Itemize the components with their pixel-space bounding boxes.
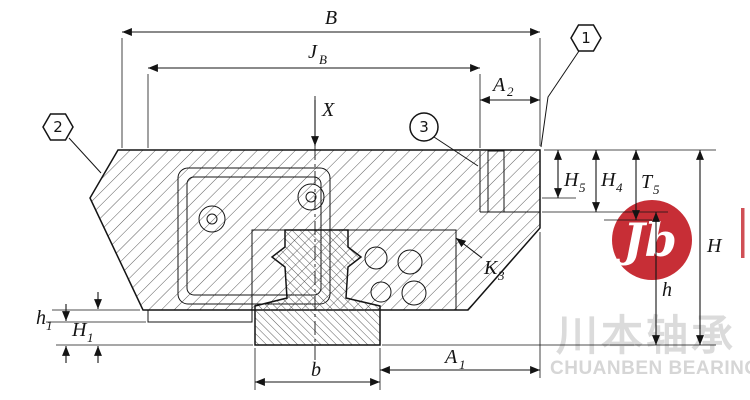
- dimension-labels: B J B A 2 X H 5 H 4 T 5 H h K 3 A 1 b h …: [36, 7, 723, 381]
- dim-label-H1: H: [71, 319, 88, 341]
- end-seal-strip: [147, 309, 253, 323]
- dim-label-A2-sub: 2: [507, 84, 514, 99]
- balloon-1-leader: [540, 50, 580, 148]
- balloon-3-circle: [409, 112, 439, 142]
- ball-2: [397, 249, 423, 275]
- balloon-2-leader: [68, 137, 102, 174]
- part-section: [89, 96, 541, 362]
- dim-label-JB: J: [308, 41, 318, 63]
- dim-label-h: h: [662, 279, 672, 301]
- lube-port-inner: [206, 213, 218, 225]
- dim-label-b: b: [311, 359, 321, 381]
- leader-K3: [455, 237, 483, 259]
- brand-name-english: CHUANBEN BEARING: [550, 358, 750, 379]
- ball-1: [364, 246, 388, 270]
- dim-label-T5-sub: 5: [653, 182, 660, 197]
- watermark: Jb 川本轴承 CHUANBEN BEARING: [550, 200, 750, 379]
- grease-fitting-outer: [297, 183, 325, 211]
- dim-label-H5-sub: 5: [579, 180, 586, 195]
- ball-3: [370, 281, 392, 303]
- grease-fitting-inner: [305, 191, 317, 203]
- callout-balloons: 1 2 3: [42, 24, 602, 174]
- dim-label-A2: A: [491, 74, 506, 96]
- lube-port-outer: [198, 205, 226, 233]
- dim-label-h1: h: [36, 307, 46, 329]
- dim-label-K3-sub: 3: [497, 268, 505, 283]
- balloon-3-leader: [433, 136, 479, 167]
- dim-label-H1-sub: 1: [87, 330, 94, 345]
- brand-logo-monogram: Jb: [615, 213, 677, 267]
- dim-label-H5: H: [563, 169, 580, 191]
- dim-label-H: H: [706, 235, 723, 257]
- balloon-1-label: 1: [581, 29, 591, 47]
- dim-label-K3: K: [483, 257, 499, 279]
- section-label-X: X: [321, 99, 335, 121]
- balloon-3-label: 3: [419, 118, 429, 136]
- brand-accent-bar: [741, 208, 745, 258]
- dim-label-A1-sub: 1: [459, 357, 466, 372]
- dim-label-H4: H: [600, 169, 617, 191]
- dimension-lines: [62, 28, 704, 386]
- ball-4: [401, 280, 427, 306]
- dim-label-B: B: [325, 7, 337, 29]
- dim-label-H4-sub: 4: [616, 180, 623, 195]
- balloon-2-hexagon: [42, 113, 74, 141]
- rail-section: [254, 229, 381, 346]
- dim-label-JB-sub: B: [319, 52, 327, 67]
- balloon-1-hexagon: [570, 24, 602, 52]
- dim-label-h1-sub: 1: [46, 318, 53, 333]
- dim-label-T5: T: [641, 171, 654, 193]
- balloon-2-label: 2: [53, 118, 63, 136]
- dim-label-A1: A: [443, 346, 458, 368]
- brand-name-chinese: 川本轴承: [556, 311, 736, 360]
